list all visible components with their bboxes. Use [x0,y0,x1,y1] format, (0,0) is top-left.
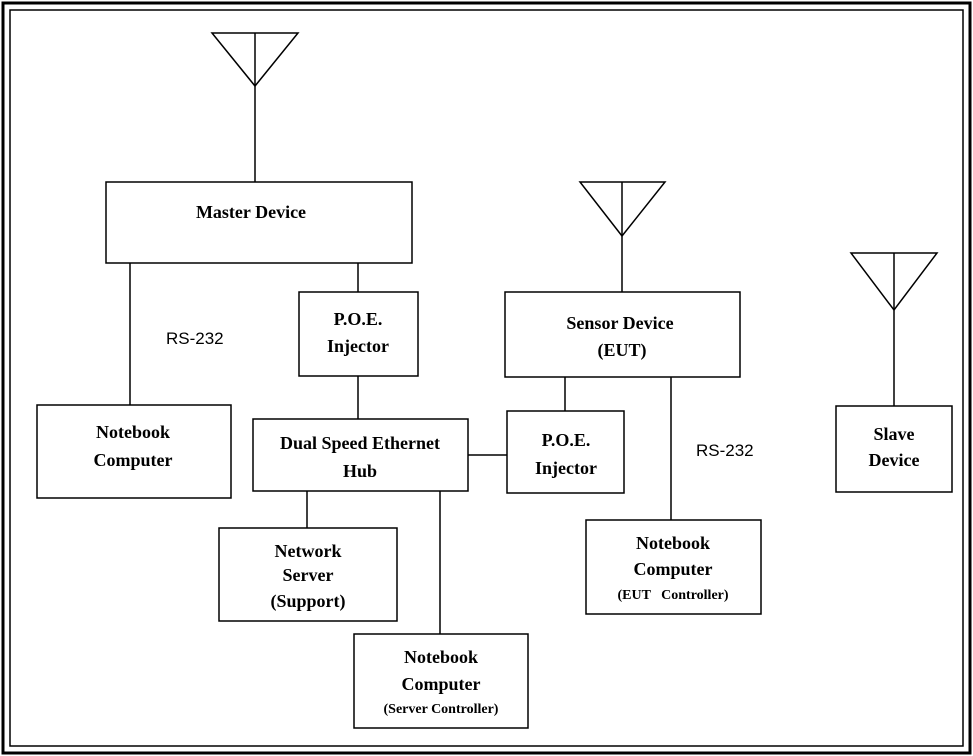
master-device-label: Master Device [196,202,306,222]
ethernet-hub-line2: Hub [343,461,377,481]
network-server-line3: (Support) [270,591,345,612]
notebook-server-line3: (Server Controller) [384,702,499,717]
sensor-antenna-icon [578,181,667,292]
poe-injector-sensor-line1: P.O.E. [542,430,591,450]
sensor-device-line1: Sensor Device [566,313,673,333]
slave-device-line2: Device [869,450,920,470]
master-device-box: Master Device [105,181,413,264]
master-antenna-icon [210,32,300,182]
notebook-eut-line3: (EUT Controller) [617,588,728,603]
network-server-line2: Server [283,565,334,585]
notebook-left-line2: Computer [94,450,173,470]
notebook-eut-line1: Notebook [636,533,710,553]
poe-injector-master-box: P.O.E. Injector [298,291,419,377]
rs232-right-label: RS-232 [696,441,754,460]
inner-frame [9,9,964,747]
slave-antenna-icon [849,252,939,406]
ethernet-hub-box: Dual Speed Ethernet Hub [252,418,469,492]
poe-injector-master-line1: P.O.E. [334,309,383,329]
notebook-left-line1: Notebook [96,422,170,442]
notebook-server-line2: Computer [402,674,481,694]
rs232-left-label: RS-232 [166,329,224,348]
slave-device-line1: Slave [873,424,914,444]
sensor-device-line2: (EUT) [598,340,647,361]
slave-device-box: Slave Device [835,405,953,493]
notebook-eut-controller-box: Notebook Computer (EUT Controller) [585,519,762,615]
notebook-computer-left-box: Notebook Computer [36,404,232,499]
poe-injector-sensor-line2: Injector [535,458,597,478]
network-server-box: Network Server (Support) [218,527,398,622]
notebook-server-controller-box: Notebook Computer (Server Controller) [353,633,529,729]
ethernet-hub-line1: Dual Speed Ethernet [280,433,440,453]
sensor-device-box: Sensor Device (EUT) [504,291,741,378]
notebook-server-line1: Notebook [404,647,478,667]
poe-injector-master-line2: Injector [327,336,389,356]
poe-injector-sensor-box: P.O.E. Injector [506,410,625,494]
notebook-eut-line2: Computer [634,559,713,579]
network-server-line1: Network [275,541,342,561]
